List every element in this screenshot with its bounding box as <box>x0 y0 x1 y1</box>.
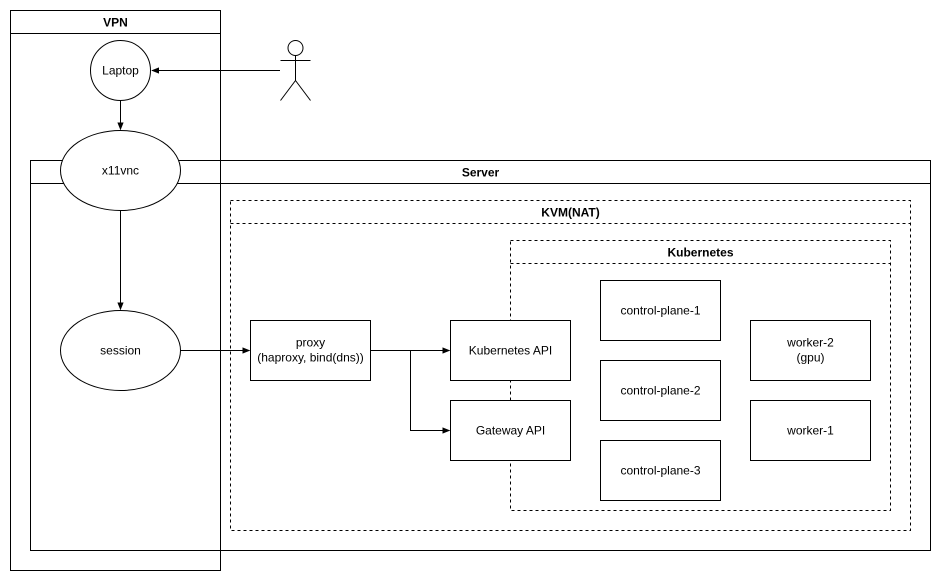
kubernetes-api-node[interactable]: Kubernetes API <box>450 320 571 381</box>
vpn-title: VPN <box>103 16 128 30</box>
worker-2-node[interactable]: worker-2 (gpu) <box>750 320 871 381</box>
x11vnc-label: x11vnc <box>102 164 139 178</box>
worker-1-label: worker-1 <box>786 424 834 438</box>
control-plane-1-label: control-plane-1 <box>620 304 700 318</box>
control-plane-2-label: control-plane-2 <box>620 384 700 398</box>
x11vnc-node[interactable]: x11vnc <box>60 130 181 211</box>
server-title: Server <box>462 166 500 180</box>
worker-2-label: worker-2 <box>786 336 834 350</box>
vpn-container[interactable]: VPN <box>10 10 221 571</box>
gateway-api-node[interactable]: Gateway API <box>450 400 571 461</box>
kvm-title: KVM(NAT) <box>541 206 599 220</box>
gateway-api-label: Gateway API <box>476 424 545 438</box>
kubernetes-api-label: Kubernetes API <box>469 344 552 358</box>
control-plane-2-node[interactable]: control-plane-2 <box>600 360 721 421</box>
session-label: session <box>100 344 141 358</box>
control-plane-1-node[interactable]: control-plane-1 <box>600 280 721 341</box>
proxy-label: proxy <box>296 336 325 350</box>
worker-2-sublabel: (gpu) <box>796 351 824 365</box>
edge-proxy-to-gateway-api <box>410 350 451 434</box>
laptop-node[interactable]: Laptop <box>90 40 151 101</box>
session-node[interactable]: session <box>60 310 181 391</box>
laptop-label: Laptop <box>102 64 139 78</box>
server-container[interactable]: Server <box>30 160 931 551</box>
kubernetes-title: Kubernetes <box>667 246 733 260</box>
user-actor-icon <box>280 40 311 101</box>
control-plane-3-node[interactable]: control-plane-3 <box>600 440 721 501</box>
proxy-node[interactable]: proxy (haproxy, bind(dns)) <box>250 320 371 381</box>
proxy-sublabel: (haproxy, bind(dns)) <box>257 351 364 365</box>
worker-1-node[interactable]: worker-1 <box>750 400 871 461</box>
kvm-container[interactable]: KVM(NAT) <box>230 200 911 531</box>
control-plane-3-label: control-plane-3 <box>620 464 700 478</box>
